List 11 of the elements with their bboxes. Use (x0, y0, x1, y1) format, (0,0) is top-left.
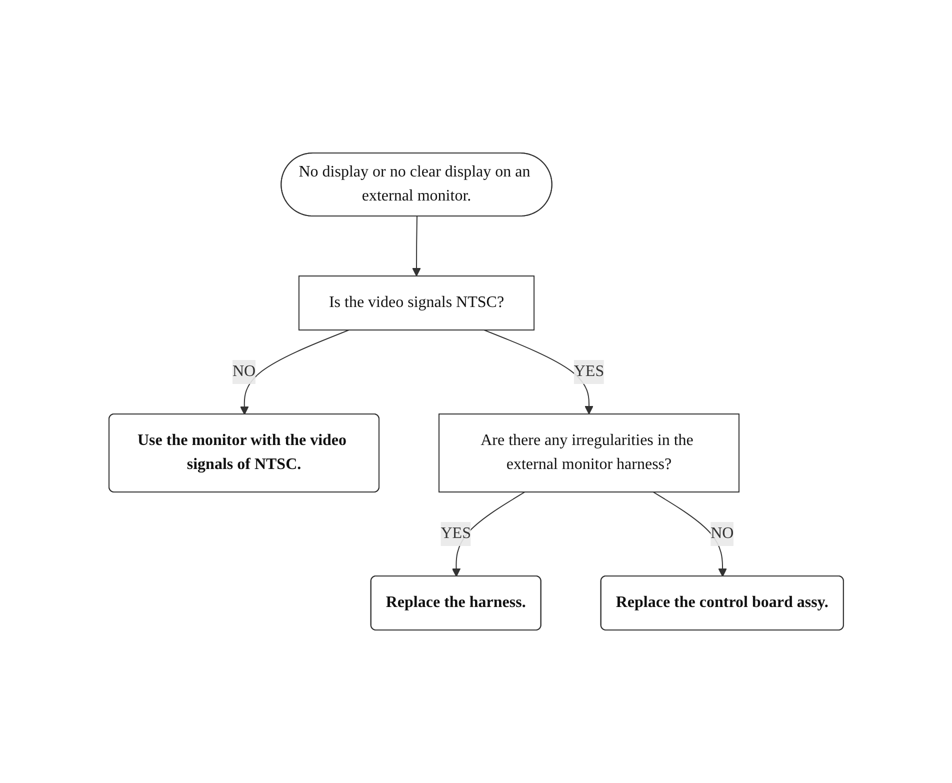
edge-label: YES (574, 362, 604, 380)
node-text: Use the monitor with the video signals of NTSC. (137, 432, 346, 473)
edge-label: YES (440, 524, 471, 542)
edge-label: NO (710, 524, 734, 542)
arrow (483, 330, 594, 414)
node-box: Is the video signals NTSC? (298, 276, 534, 330)
arrow (412, 216, 421, 276)
arrow (240, 330, 350, 415)
edge-label: NO (232, 362, 256, 380)
arrow (652, 492, 727, 577)
node-box: Are there any irregularities in the external monitor harness? (438, 414, 740, 492)
